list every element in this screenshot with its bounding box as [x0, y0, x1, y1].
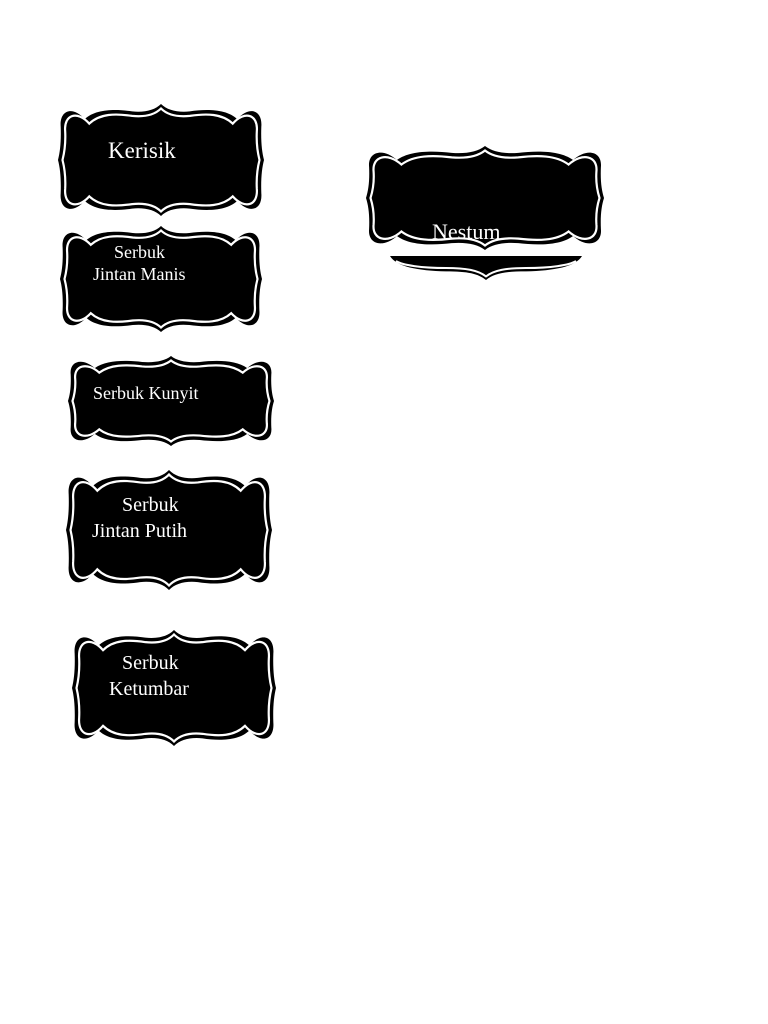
label-nestum[interactable]: Nestum — [366, 146, 604, 250]
frame-outer-shape — [60, 226, 262, 332]
label-jintan-putih-line1: Serbuk — [122, 494, 179, 516]
ornate-frame-icon — [66, 470, 272, 590]
ornate-frame-icon — [58, 104, 264, 216]
label-jintan-putih-line2: Jintan Putih — [92, 520, 188, 542]
label-kerisik-text: Kerisik — [108, 138, 176, 163]
label-serbuk-jintan-putih[interactable]: Serbuk Jintan Putih — [66, 470, 272, 590]
label-jintan-manis-line1: Serbuk — [114, 242, 165, 262]
frame-inner-border — [63, 228, 259, 330]
frame-inner-border — [369, 149, 601, 247]
frame-outer-shape — [66, 470, 272, 590]
ornate-frame-fragment-icon — [390, 256, 582, 280]
label-serbuk-jintan-manis[interactable]: Serbuk Jintan Manis — [60, 226, 262, 332]
frame-outer-shape — [58, 104, 264, 216]
label-kunyit-text: Serbuk Kunyit — [93, 383, 199, 403]
frame-inner-border — [69, 472, 269, 588]
ornate-frame-icon — [72, 630, 276, 746]
frame-fragment-shape — [390, 256, 582, 280]
frame-inner-border — [71, 359, 271, 443]
ornate-frame-icon — [60, 226, 262, 332]
frame-outer-shape — [68, 356, 274, 446]
label-serbuk-ketumbar[interactable]: Serbuk Ketumbar — [72, 630, 276, 746]
frame-inner-border — [61, 106, 261, 214]
label-ketumbar-line1: Serbuk — [122, 652, 179, 674]
frame-fragment-border — [395, 260, 577, 278]
frame-outer-shape — [72, 630, 276, 746]
frame-inner-border — [75, 632, 273, 744]
label-serbuk-kunyit[interactable]: Serbuk Kunyit — [68, 356, 274, 446]
label-nestum-cut-strip — [388, 254, 584, 282]
label-nestum-text: Nestum — [432, 219, 501, 244]
ornate-frame-icon — [68, 356, 274, 446]
label-ketumbar-line2: Ketumbar — [109, 678, 189, 700]
label-jintan-manis-line2: Jintan Manis — [93, 264, 186, 284]
frame-outer-shape — [366, 146, 604, 250]
ornate-frame-icon — [366, 146, 604, 250]
label-kerisik[interactable]: Kerisik — [58, 104, 264, 216]
